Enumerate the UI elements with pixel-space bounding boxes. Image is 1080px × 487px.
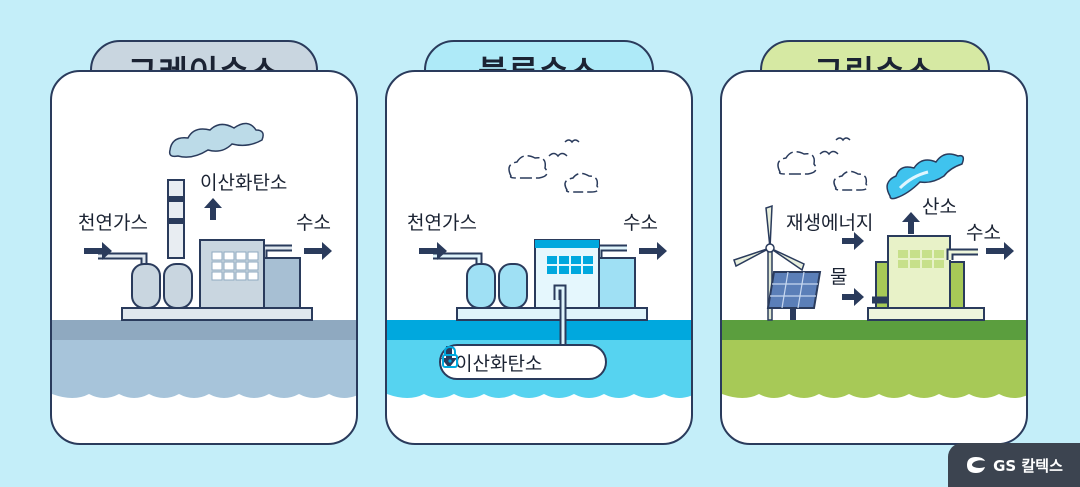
green-hydrogen-illustration: [722, 137, 1026, 398]
cloud-icon: [508, 155, 548, 179]
bird-icon: [548, 152, 568, 158]
lock-icon: [442, 346, 458, 368]
cloud-icon: [777, 151, 817, 175]
input-arrow: [419, 242, 447, 260]
output-arrow: [639, 242, 667, 260]
bird-icon: [819, 150, 839, 156]
emission-label: 산소: [922, 196, 957, 218]
emission-arrow: [902, 212, 920, 234]
output-label: 수소: [623, 212, 658, 234]
input-label: 천연가스: [407, 212, 477, 234]
emission-arrow: [204, 198, 222, 220]
output-arrow: [986, 242, 1014, 260]
capture-label: 이산화탄소: [455, 352, 543, 375]
water-splash: [886, 153, 965, 200]
smoke-cloud: [168, 122, 264, 158]
output-label: 수소: [966, 222, 1001, 244]
bird-icon: [835, 137, 851, 142]
cloud-icon: [564, 172, 599, 193]
brand-name: GS 칼텍스: [993, 456, 1063, 475]
blue-hydrogen-card: 천연가스 수소 이산화탄소: [385, 70, 693, 445]
output-arrow: [304, 242, 332, 260]
down-arrow-icon: [441, 346, 457, 368]
gs-caltex-logo: GS 칼텍스: [948, 443, 1080, 487]
green-hydrogen-card: 재생에너지 물 수소 산소: [720, 70, 1028, 445]
output-label: 수소: [296, 212, 331, 234]
cloud-icon: [833, 170, 868, 191]
emission-label: 이산화탄소: [200, 172, 288, 194]
gs-swirl-icon: [967, 457, 986, 473]
water-input-arrow: [842, 288, 864, 306]
input-arrow: [84, 242, 112, 260]
renewable-input-label: 재생에너지: [786, 212, 874, 234]
solar-panel: [766, 271, 822, 309]
gray-hydrogen-card: 천연가스 수소 이산화탄소: [50, 70, 358, 445]
water-input-label: 물: [830, 266, 848, 288]
bird-icon: [564, 139, 580, 144]
blue-hydrogen-illustration: [387, 139, 691, 398]
renewable-input-arrow: [842, 232, 864, 250]
input-label: 천연가스: [78, 212, 148, 234]
gray-hydrogen-illustration: [52, 122, 356, 398]
carbon-capture-box: 이산화탄소: [439, 344, 607, 380]
